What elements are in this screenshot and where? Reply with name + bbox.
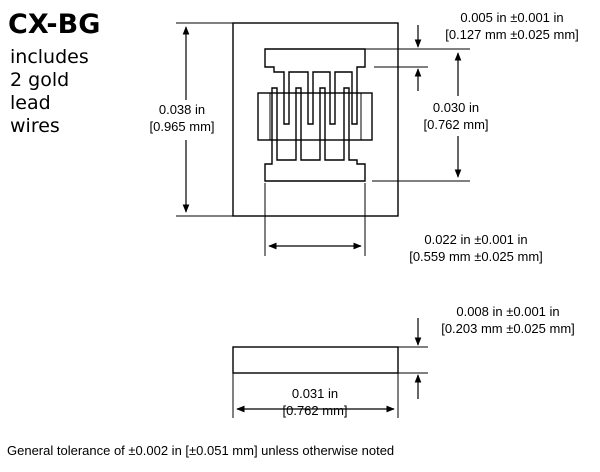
dim-inner-width: 0.022 in ±0.001 in [0.559 mm ±0.025 mm]: [264, 183, 543, 264]
dim-height-total: 0.038 in [0.965 mm]: [149, 22, 233, 217]
side-view-outline: [232, 346, 399, 374]
inner-width-mm: [0.559 mm ±0.025 mm]: [409, 249, 543, 264]
sensor-element: [257, 48, 373, 182]
inner-height-mm: [0.762 mm]: [423, 117, 488, 132]
height-total-in: 0.038 in: [159, 102, 205, 117]
top-pad-in: 0.005 in ±0.001 in: [460, 10, 563, 25]
thickness-mm: [0.203 mm ±0.025 mm]: [441, 321, 575, 336]
dim-side-width: 0.031 in [0.762 mm]: [232, 373, 399, 418]
thickness-in: 0.008 in ±0.001 in: [456, 304, 559, 319]
dim-inner-height: 0.030 in [0.762 mm]: [372, 48, 489, 182]
inner-width-in: 0.022 in ±0.001 in: [424, 232, 527, 247]
dim-top-pad: 0.005 in ±0.001 in [0.127 mm ±0.025 mm]: [365, 10, 579, 91]
page-title: CX-BG: [8, 9, 100, 40]
tolerance-note: General tolerance of ±0.002 in [±0.051 m…: [7, 443, 394, 458]
subtitle-line-3: lead: [10, 92, 51, 114]
dim-thickness: 0.008 in ±0.001 in [0.203 mm ±0.025 mm]: [398, 304, 575, 399]
die-outline: [232, 22, 399, 217]
side-width-mm: [0.762 mm]: [282, 403, 347, 418]
height-total-mm: [0.965 mm]: [149, 119, 214, 134]
subtitle-line-4: wires: [10, 115, 60, 137]
top-pad-mm: [0.127 mm ±0.025 mm]: [445, 27, 579, 42]
inner-height-in: 0.030 in: [433, 100, 479, 115]
side-width-in: 0.031 in: [292, 386, 338, 401]
subtitle-line-2: 2 gold: [10, 69, 69, 91]
subtitle-line-1: includes: [10, 46, 89, 68]
